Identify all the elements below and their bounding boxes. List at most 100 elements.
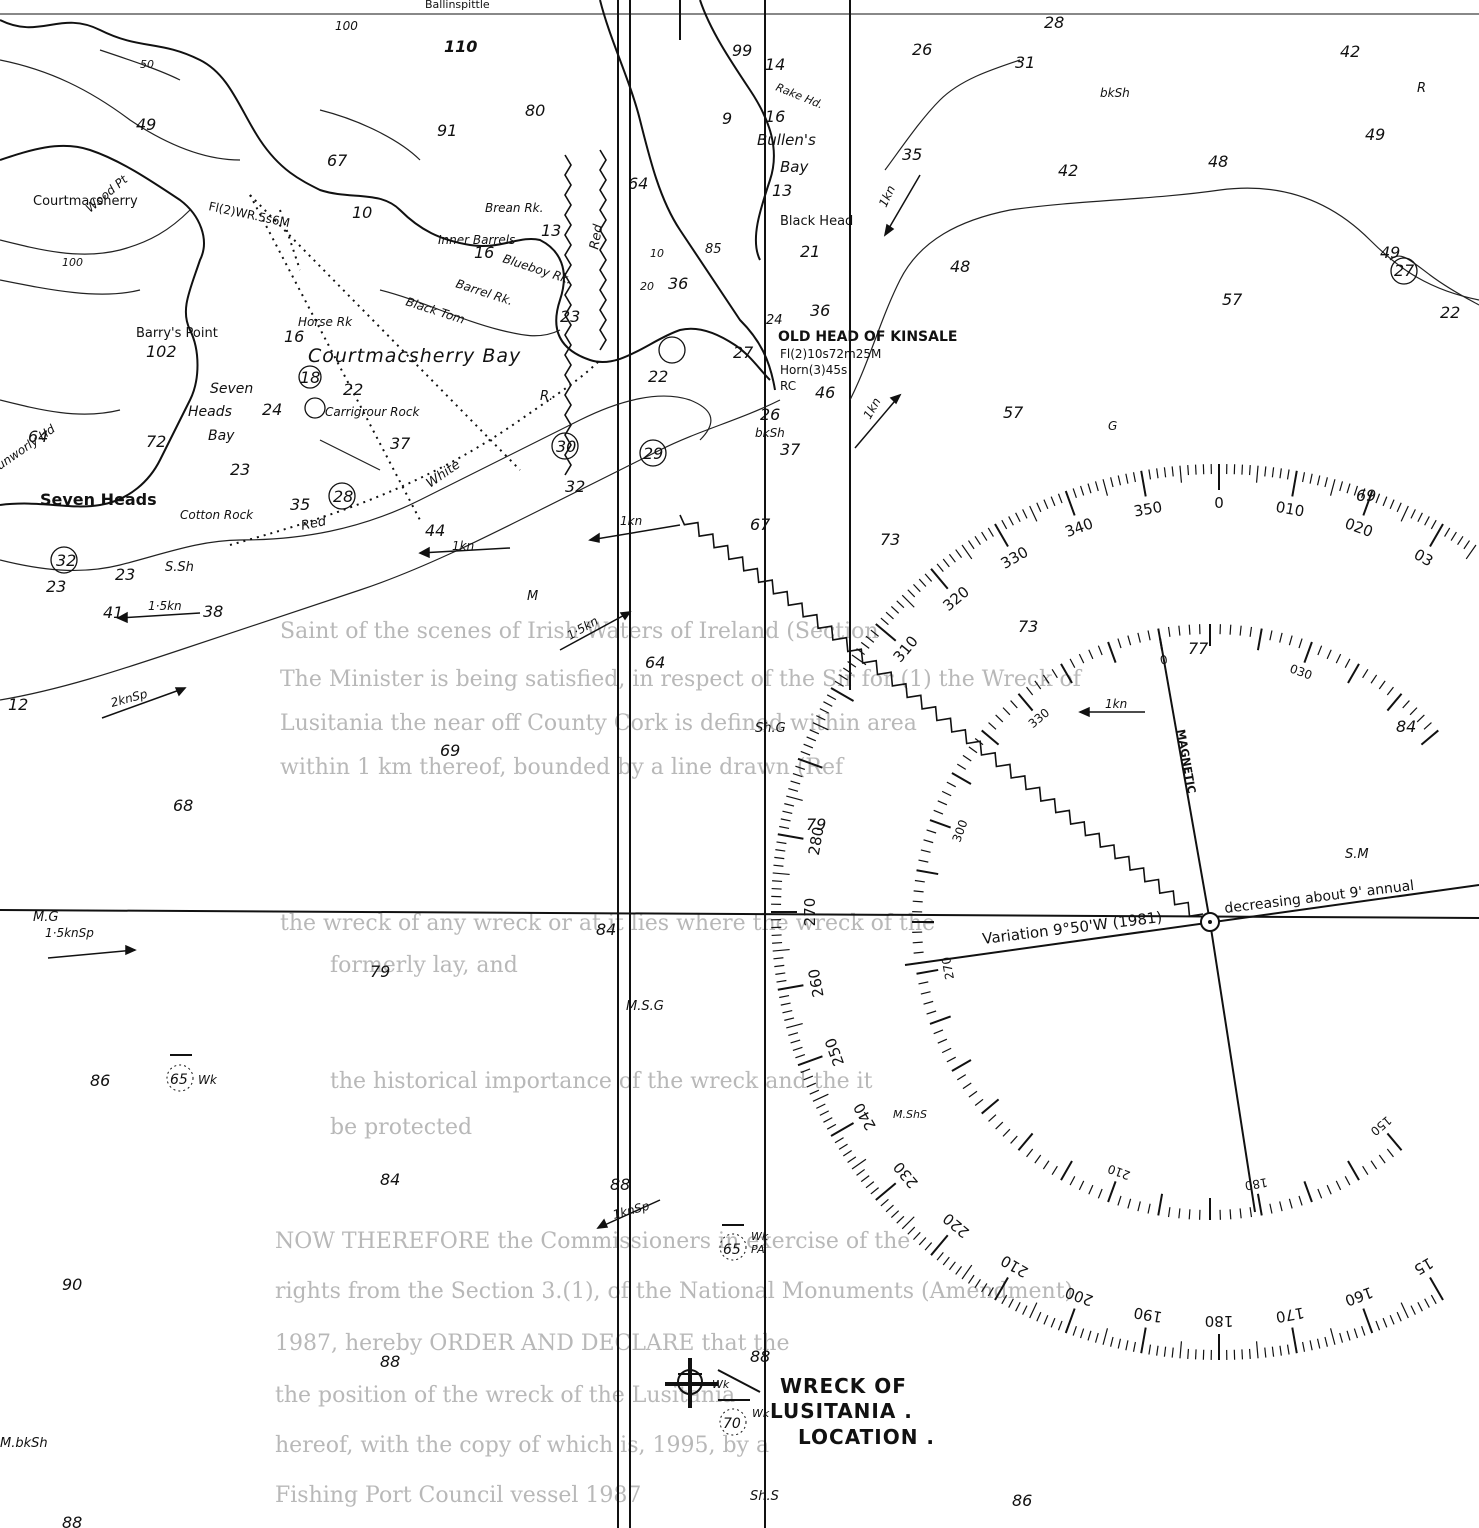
sounding: 69 [440,741,460,760]
compass-tick [929,1015,951,1025]
compass-tick [1094,481,1099,492]
compass-tick [1279,468,1282,479]
compass-tick [912,941,923,944]
compass-tick [1110,1336,1114,1347]
compass-degree-label: 280 [805,825,828,856]
wreck-marker[interactable]: 65 Wk [166,1054,218,1092]
compass-tick [1072,488,1077,499]
compass-tick [1378,1154,1386,1164]
compass-tick [1127,635,1132,646]
compass-tick [968,746,978,754]
compass-tick [1241,1349,1244,1360]
compass-tick [1127,1198,1132,1209]
compass-tick [1465,544,1477,560]
sounding: 67 [750,515,771,534]
compass-tick [1015,1301,1021,1312]
current-rate: 2knSp [109,687,149,710]
compass-tick [942,1256,950,1266]
sounding: 67 [327,151,348,170]
compass-tick [806,1082,817,1088]
compass-tick [1026,1148,1034,1158]
compass-degree-label: 310 [890,632,922,666]
compass-tick [1347,663,1360,684]
compass-tick [790,780,801,785]
compass-tick [923,839,934,844]
ghost-line: Lusitania the near off County Cork is de… [280,711,917,736]
compass-tick [981,1283,988,1293]
compass-tick [1117,1195,1122,1206]
old-head-horn: Horn(3)45s [780,363,847,377]
compass-tick [987,527,994,537]
sounding: 32 [565,477,585,496]
compass-tick [1029,1302,1038,1319]
sounding: 35 [290,495,310,514]
sector-r-label: R. [540,389,553,404]
compass-tick [777,833,804,840]
place-black-head: Black Head [780,214,853,229]
sounding: 68 [173,796,193,815]
compass-tick [1256,628,1263,651]
sounding: 73 [880,530,900,549]
compass-tick [771,887,782,890]
compass-degree-label: 220 [939,1209,973,1241]
compass-tick [1036,502,1042,513]
compass-tick [907,1226,916,1235]
compass-tick [1043,499,1049,510]
compass-tick [806,736,817,742]
compass-tick [1167,626,1171,637]
sounding: 23 [230,460,250,479]
sounding: 36 [810,301,830,320]
compass-tick [1179,1341,1183,1359]
compass-degree-label: 15 [1411,1254,1437,1279]
compass-inner-degree-label: 0 [1159,652,1169,667]
compass-tick [901,594,915,608]
compass-tick [1375,493,1381,504]
compass-tick [920,991,931,995]
wreck-depth: 65 [723,1242,741,1258]
wreck-marker[interactable]: 65 Wk PA [719,1224,769,1261]
sounding: 13 [772,181,792,200]
compass-tick [913,583,921,593]
compass-tick [951,1059,972,1072]
compass-tick [955,1265,963,1275]
compass-degree-label: 210 [998,1251,1032,1281]
wreck-depth: 70 [723,1416,741,1432]
compass-tick [1410,509,1416,519]
compass-tick [981,729,1000,746]
compass-tick [809,729,820,735]
compass-degree-label: 0 [1214,494,1224,512]
wreck-label: Wk [752,1407,770,1420]
compass-tick [1140,470,1147,497]
compass-tick [1102,479,1109,496]
magnetic-south-line [1209,921,1256,1213]
compass-tick [1430,1294,1437,1305]
compass-tick [880,1198,889,1207]
compass-tick [946,1056,956,1063]
compass-tick [842,667,852,674]
compass-tick [870,629,879,637]
compass-tick [803,1075,814,1081]
sounding: 38 [203,602,223,621]
compass-tick [1079,1328,1085,1339]
compass-tick [1298,638,1303,649]
compass-tick [782,1009,793,1014]
place-horse-rk: Horse Rk [298,315,353,329]
wreck-marker[interactable]: 70 Wk [719,1407,770,1436]
protected-zone-boundary [564,149,1204,918]
seabed-note: M [527,589,538,604]
compass-tick [1034,1154,1042,1164]
lusitania-wreck-marker[interactable]: Wk [665,1358,730,1408]
compass-tick [797,757,823,769]
sounding: 31 [1015,53,1035,72]
compass-tick [901,1216,915,1230]
compass-tick [816,1103,826,1109]
compass-tick [800,750,811,756]
sounding: 72 [146,432,166,451]
sounding: 27 [1394,261,1415,280]
compass-tick [1298,1195,1303,1206]
compass-tick [795,765,806,770]
compass-tick [776,841,787,845]
seabed-note: bkSh [755,426,785,440]
sounding: 16 [284,327,304,346]
